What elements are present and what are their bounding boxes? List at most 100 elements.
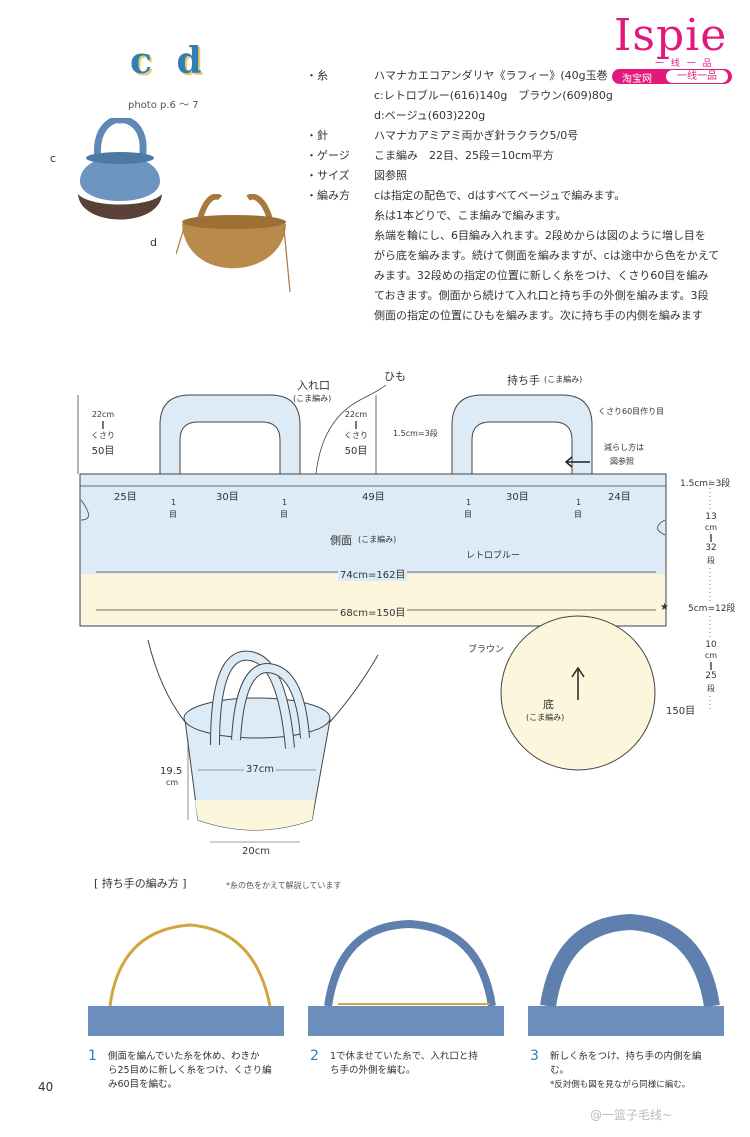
spec-key-method: ・編み方 <box>306 189 350 202</box>
spec-val-size: 図参照 <box>374 169 407 182</box>
right-5cm: 5cm=12段 <box>688 601 736 614</box>
tick-me: 目 <box>280 510 288 519</box>
chain-left-count: 50目 <box>91 446 115 457</box>
segment-49: 49目 <box>362 492 385 503</box>
pattern-title: c d <box>130 40 208 82</box>
spec-val-yarn: ハマナカエコアンダリヤ《ラフィー》(40g玉巻 <box>374 69 608 82</box>
step-line: み60目を編む。 <box>108 1079 178 1090</box>
brand-logo: Ispie <box>614 10 728 61</box>
label-decrease-2: 図参照 <box>610 457 634 466</box>
right-15cm: 1.5cm=3段 <box>680 479 731 489</box>
label-mochite-sub: (こま編み) <box>544 375 583 384</box>
label-himo: ひも <box>384 370 406 383</box>
label-mochite: 持ち手 <box>507 374 540 387</box>
label-decrease-1: 減らし方は <box>604 443 644 452</box>
spec-key-needle: ・針 <box>306 129 328 142</box>
chain-left-eq: ‖ <box>101 420 105 429</box>
label-handle-chain: くさり60目作り目 <box>598 407 665 416</box>
badge-right: 一线一品 <box>666 70 728 83</box>
method-line: がら底を編みます。続けて側面を編みますが、cは途中から色をかえて <box>374 249 720 262</box>
page-number: 40 <box>38 1080 54 1094</box>
step-3-number: 3 <box>530 1048 539 1064</box>
width-68: 68cm=150目 <box>338 604 408 619</box>
spec-val-c: c:レトロブルー(616)140g ブラウン(609)80g <box>374 89 613 102</box>
right-10-eq: ‖ <box>704 661 718 670</box>
handle-section-title: [ 持ち手の編み方 ] <box>94 877 187 890</box>
step-1-number: 1 <box>88 1048 97 1064</box>
chain-mid-cm: 22cm <box>344 410 368 419</box>
step-2-number: 2 <box>310 1048 319 1064</box>
step-line: 新しく糸をつけ、持ち手の内側を編 <box>550 1051 702 1062</box>
bottom-sub: (こま編み) <box>526 713 565 722</box>
step-line: む。 <box>550 1065 570 1076</box>
bag-bottom-width: 20cm <box>242 846 270 857</box>
tick-1: 1 <box>576 498 582 507</box>
handle-section-note: *糸の色をかえて解説しています <box>226 881 342 890</box>
tick-me: 目 <box>464 510 472 519</box>
label-handle-width: 1.5cm=3段 <box>393 429 438 438</box>
bag-height-unit: cm <box>166 778 179 787</box>
method-line: 糸端を輪にし、6目編み入れます。2段めからは図のように増し目を <box>374 229 706 242</box>
label-iriguchi: 入れ口 <box>297 379 330 392</box>
badge-left: 淘宝网 <box>622 74 652 85</box>
label-brown: ブラウン <box>468 645 505 655</box>
step-1-text: 側面を編んでいた糸を休め、わきか ら25目めに新しく糸をつけ、くさり編 み60目… <box>108 1050 272 1092</box>
width-74: 74cm=162目 <box>338 566 408 581</box>
spec-val-needle: ハマナカアミアミ両かぎ針ラクラク5/0号 <box>374 129 579 142</box>
shop-badge: 淘宝网 一线一品 <box>612 69 732 85</box>
spec-key-yarn: ・糸 <box>306 69 328 82</box>
method-line: みます。32段めの指定の位置に新しく糸をつけ、くさり60目を編み <box>374 269 709 282</box>
step-3-text: 新しく糸をつけ、持ち手の内側を編 む。 *反対側も図を見ながら同様に編む。 <box>550 1050 702 1092</box>
segment-30a: 30目 <box>216 492 239 503</box>
segment-30b: 30目 <box>506 492 529 503</box>
brand-subtitle: 一 线 一 品 <box>655 59 714 69</box>
side-title: 側面 <box>330 534 352 547</box>
step-line: ち手の外側を編む。 <box>330 1065 416 1076</box>
label-c: c <box>50 152 57 165</box>
chain-left-cm: 22cm <box>91 410 115 419</box>
method-line: 側面の指定の位置にひもを編みます。次に持ち手の内側を編みます <box>374 309 703 322</box>
spec-val-gauge: こま編み 22目、25段＝10cm平方 <box>374 149 554 162</box>
side-sub: (こま編み) <box>358 535 397 544</box>
chain-mid-count: 50目 <box>344 446 368 457</box>
tick-1: 1 <box>282 498 288 507</box>
chain-mid-eq: ‖ <box>354 420 358 429</box>
bag-c-photo <box>78 118 162 220</box>
right-13: 13 <box>704 512 718 522</box>
step-line: 側面を編んでいた糸を休め、わきか <box>108 1051 260 1062</box>
method-line: 糸は1本どりで、こま編みで編みます。 <box>374 209 567 222</box>
step-note: *反対側も図を見ながら同様に編む。 <box>550 1080 691 1090</box>
right-10: 10 <box>704 640 718 650</box>
spec-val-d: d:ベージュ(603)220g <box>374 109 486 122</box>
label-iriguchi-sub: (こま編み) <box>293 394 332 403</box>
right-10-cm: cm <box>704 651 718 660</box>
right-25-dan: 段 <box>704 683 718 694</box>
segment-25: 25目 <box>114 492 137 503</box>
label-d: d <box>150 236 157 249</box>
star-mark: ★ <box>660 602 669 613</box>
segment-24: 24目 <box>608 492 631 503</box>
step-line: 1で休ませていた糸で、入れ口と持 <box>330 1051 478 1062</box>
step-line: ら25目めに新しく糸をつけ、くさり編 <box>108 1065 272 1076</box>
photo-reference: photo p.6 〜 7 <box>128 100 199 111</box>
tick-1: 1 <box>171 498 177 507</box>
chain-mid-kusari: くさり <box>344 431 368 440</box>
tick-1: 1 <box>466 498 472 507</box>
right-25: 25 <box>704 671 718 681</box>
text-clip <box>736 60 750 330</box>
right-13-cm: cm <box>704 523 718 532</box>
spec-val-method: cは指定の配色で、dはすべてベージュで編みます。 <box>374 189 626 202</box>
photo1-label: 30目 <box>178 991 197 1000</box>
tick-me: 目 <box>574 510 582 519</box>
color-retro-blue: レトロブルー <box>466 551 521 561</box>
spec-key-gauge: ・ゲージ <box>306 149 350 162</box>
right-13-eq: ‖ <box>704 533 718 542</box>
chain-left-kusari: くさり <box>91 431 115 440</box>
method-line: ておきます。側面から続けて入れ口と持ち手の外側を編みます。3段 <box>374 289 709 302</box>
right-32: 32 <box>704 543 718 553</box>
spec-key-size: ・サイズ <box>306 169 350 182</box>
bag-height: 19.5 <box>160 766 183 777</box>
tick-me: 目 <box>169 510 177 519</box>
bottom-count: 150目 <box>666 706 696 717</box>
